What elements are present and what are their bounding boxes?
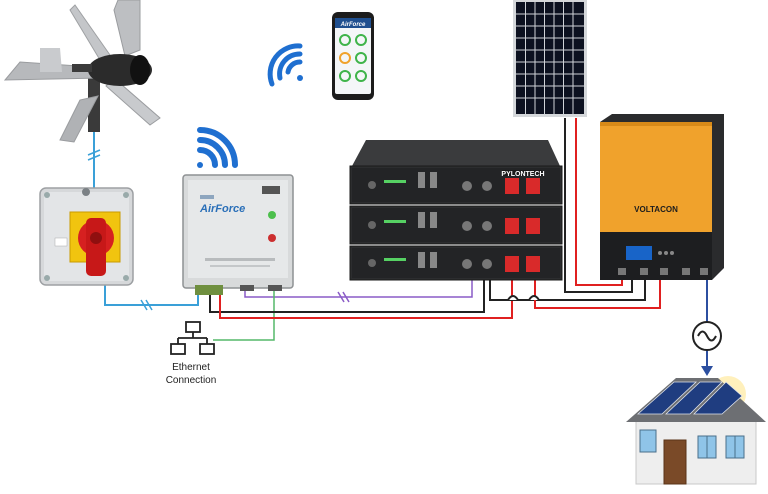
dc-negative-controller [209, 278, 485, 313]
airforce-controller: AirForce [182, 174, 294, 295]
battery-module-2 [349, 205, 563, 245]
pv-negative [564, 118, 633, 293]
dc-negative-inverter [489, 270, 646, 301]
isolator-switch-icon [39, 187, 134, 286]
voltacon-inverter: VOLTACON [600, 114, 724, 280]
inverter-brand: VOLTACON [634, 205, 678, 214]
ethernet-cable [213, 288, 275, 341]
wiring [87, 118, 713, 376]
battery-brand: PYLONTECH [501, 171, 544, 178]
controller-brand: AirForce [199, 203, 245, 215]
wifi-icon [197, 127, 238, 168]
smartphone-icon: AirForce [332, 12, 374, 100]
battery-module-3 [349, 245, 563, 281]
phone-brand: AirForce [340, 22, 366, 28]
wind-turbine-icon [3, 0, 161, 143]
battery-module-1 [349, 165, 563, 205]
ethernet-label-line1: Ethernet [172, 362, 210, 373]
solar-panel-icon [513, 0, 587, 117]
ac-source-icon [692, 321, 722, 351]
battery-stack: PYLONTECH [349, 140, 563, 281]
wind-cable-lower [104, 282, 199, 306]
comm-cable [244, 278, 473, 298]
ethernet-label-line2: Connection [166, 375, 217, 386]
phone-wifi-icon [267, 43, 303, 87]
dc-positive-inverter [534, 270, 661, 309]
house-icon [626, 376, 766, 485]
network-icon [170, 321, 215, 355]
